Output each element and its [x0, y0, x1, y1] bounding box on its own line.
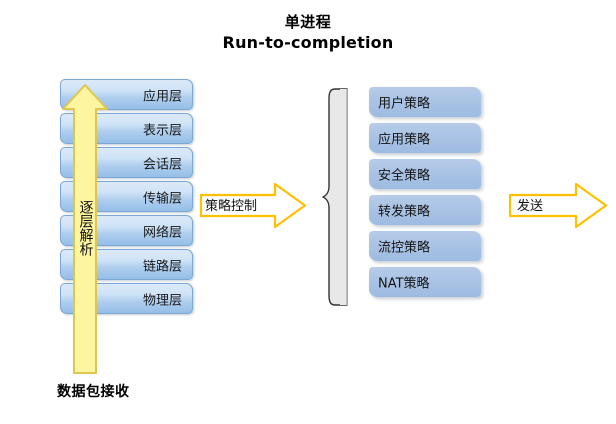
policy-box-application[interactable]: 应用策略 — [369, 123, 481, 153]
policy-label: 转发策略 — [378, 204, 431, 220]
layer-label: 网络层 — [142, 225, 182, 240]
layer-label: 应用层 — [142, 89, 182, 104]
policy-box-user[interactable]: 用户策略 — [369, 87, 481, 117]
layer-label: 物理层 — [142, 293, 182, 308]
policy-label: 流控策略 — [378, 240, 431, 256]
policy-control-arrow-icon — [199, 182, 307, 229]
policy-label: 应用策略 — [378, 132, 431, 148]
policy-box-stack: 用户策略 应用策略 安全策略 转发策略 流控策略 NAT策略 — [369, 87, 481, 303]
curly-brace-icon — [322, 88, 348, 306]
send-arrow-icon — [508, 182, 608, 229]
layer-label: 会话层 — [142, 157, 182, 172]
policy-control-label: 策略控制 — [205, 199, 258, 214]
diagram-title: 单进程 Run-to-completion — [0, 12, 616, 53]
policy-label: 用户策略 — [378, 96, 431, 112]
send-label: 发送 — [517, 199, 544, 214]
up-arrow-label: 逐层解析 — [77, 200, 94, 256]
layer-label: 链路层 — [142, 259, 182, 274]
policy-box-nat[interactable]: NAT策略 — [369, 267, 481, 297]
policy-box-security[interactable]: 安全策略 — [369, 159, 481, 189]
title-line-1: 单进程 — [284, 13, 332, 31]
layer-label: 表示层 — [142, 123, 182, 138]
layer-label: 传输层 — [142, 191, 182, 206]
policy-label: NAT策略 — [378, 276, 430, 292]
policy-label: 安全策略 — [378, 168, 431, 184]
policy-box-forwarding[interactable]: 转发策略 — [369, 195, 481, 225]
policy-box-flow-control[interactable]: 流控策略 — [369, 231, 481, 261]
packet-receive-caption: 数据包接收 — [57, 384, 130, 400]
up-arrow-label-wrap: 逐层解析 — [61, 200, 109, 256]
title-line-2: Run-to-completion — [222, 33, 394, 52]
up-arrow-icon — [61, 83, 109, 375]
